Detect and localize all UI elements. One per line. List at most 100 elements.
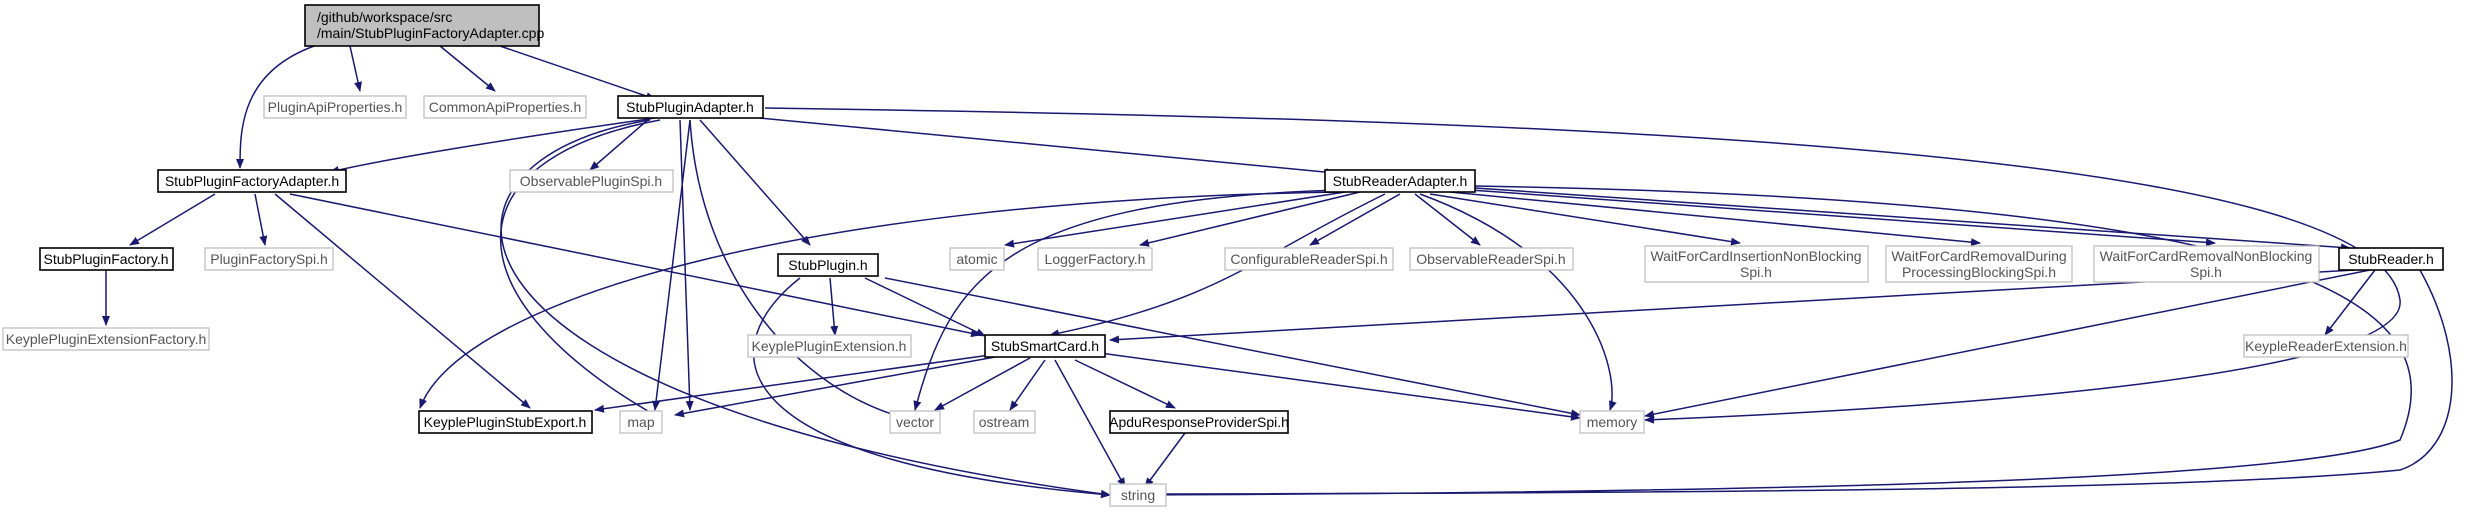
edge [594,354,991,413]
edge [274,193,531,409]
node-atomic: atomic [949,247,1005,271]
node-keyple-plugin-extension-factory: KeyplePluginExtensionFactory.h [2,327,210,351]
edge [254,193,268,246]
node-stub-plugin-adapter[interactable]: StubPluginAdapter.h [617,95,764,119]
edge [499,45,656,100]
edge [1009,359,1046,411]
edge [1074,359,1176,409]
node-label: map [627,414,654,430]
edge [236,43,321,169]
node-label: vector [896,414,934,430]
node-root-line2: /main/StubPluginFactoryAdapter.cpp [317,25,544,41]
edge [934,357,1031,411]
node-label: ObservableReaderSpi.h [1416,251,1565,267]
edge [1309,193,1401,246]
edge [500,119,661,419]
node-label: StubPluginFactoryAdapter.h [165,173,339,189]
edge [1144,432,1186,488]
node-stub-plugin-factory-adapter[interactable]: StubPluginFactoryAdapter.h [157,169,347,193]
node-label: KeypleReaderExtension.h [2245,338,2407,354]
node-logger-factory: LoggerFactory.h [1037,247,1153,271]
node-stub-reader-adapter[interactable]: StubReaderAdapter.h [1324,169,1476,193]
node-plugin-factory-spi: PluginFactorySpi.h [204,247,334,271]
node-wait-removal-nonblocking: WaitForCardRemovalNonBlocking Spi.h [2093,245,2320,283]
node-label: ConfigurableReaderSpi.h [1230,251,1387,267]
node-stub-plugin[interactable]: StubPlugin.h [777,253,879,277]
node-label: KeyplePluginStubExport.h [424,414,587,430]
node-label: ostream [979,414,1030,430]
node-observable-reader-spi: ObservableReaderSpi.h [1409,247,1574,271]
edge [699,119,811,246]
edge [1049,193,1386,338]
node-stub-smart-card[interactable]: StubSmartCard.h [984,334,1106,358]
node-label-line2: ProcessingBlockingSpi.h [1902,264,2056,280]
edge [1429,193,1741,246]
node-label: PluginApiProperties.h [268,99,403,115]
edge [913,189,1341,411]
node-label: KeyplePluginExtension.h [752,338,907,354]
node-label: StubSmartCard.h [991,338,1099,354]
edge [589,117,651,171]
edge [1144,185,2413,499]
node-keyple-plugin-extension: KeyplePluginExtension.h [747,334,912,358]
edge [500,119,1111,498]
node-label: string [1121,487,1155,503]
node-keyple-plugin-stub-export[interactable]: KeyplePluginStubExport.h [418,410,593,434]
edge [689,119,906,420]
edge [1004,191,1346,248]
node-plugin-api-properties: PluginApiProperties.h [263,95,407,119]
node-label: atomic [956,251,997,267]
node-label: ApduResponseProviderSpi.h [1109,414,1289,430]
node-label: memory [1587,414,1638,430]
node-label: StubPluginFactory.h [43,251,168,267]
edge [2324,269,2376,336]
edge [439,45,496,92]
edge [419,191,1341,409]
edge [829,277,839,336]
node-label: StubReaderAdapter.h [1333,173,1468,189]
node-label: StubPlugin.h [788,257,867,273]
edge [759,117,1336,177]
node-label: CommonApiProperties.h [429,99,582,115]
node-keyple-reader-extension: KeypleReaderExtension.h [2243,334,2409,358]
node-label-line1: WaitForCardRemovalNonBlocking [2100,248,2313,264]
edge [1474,187,2351,252]
edge [1144,269,2453,498]
edge [129,193,216,246]
edge [1054,359,1126,488]
node-wait-removal-processing: WaitForCardRemovalDuring ProcessingBlock… [1885,245,2073,283]
node-label: StubReader.h [2348,251,2434,267]
edge [1469,189,2216,247]
node-string: string [1109,483,1167,507]
node-vector: vector [889,410,941,434]
edge [1414,193,1481,246]
edge [1644,269,2371,419]
node-ostream: ostream [973,410,1036,434]
edge [329,117,656,174]
node-label: ObservablePluginSpi.h [520,173,662,189]
edge [753,277,1111,499]
node-observable-plugin-spi: ObservablePluginSpi.h [509,169,674,193]
node-map: map [619,410,663,434]
edge [349,45,362,92]
node-label: LoggerFactory.h [1045,251,1146,267]
node-label: KeyplePluginExtensionFactory.h [6,331,207,347]
edge [864,277,986,337]
node-stub-reader[interactable]: StubReader.h [2338,247,2444,271]
node-wait-insertion: WaitForCardInsertionNonBlocking Spi.h [1644,245,1869,283]
node-configurable-reader-spi: ConfigurableReaderSpi.h [1224,247,1394,271]
node-label-line1: WaitForCardInsertionNonBlocking [1650,248,1861,264]
edge [652,119,691,411]
node-stub-plugin-factory[interactable]: StubPluginFactory.h [39,247,174,271]
node-apdu-response-provider-spi[interactable]: ApduResponseProviderSpi.h [1109,410,1289,434]
node-memory: memory [1579,410,1645,434]
node-root-line1: /github/workspace/src [317,9,452,25]
node-label-line1: WaitForCardRemovalDuring [1891,248,2066,264]
node-label: StubPluginAdapter.h [626,99,754,115]
edge [1099,352,1581,421]
node-common-api-properties: CommonApiProperties.h [423,95,587,119]
node-root[interactable]: /github/workspace/src /main/StubPluginFa… [304,4,544,47]
edge [1139,191,1361,247]
edge [884,277,1581,418]
edge [1419,193,1617,411]
